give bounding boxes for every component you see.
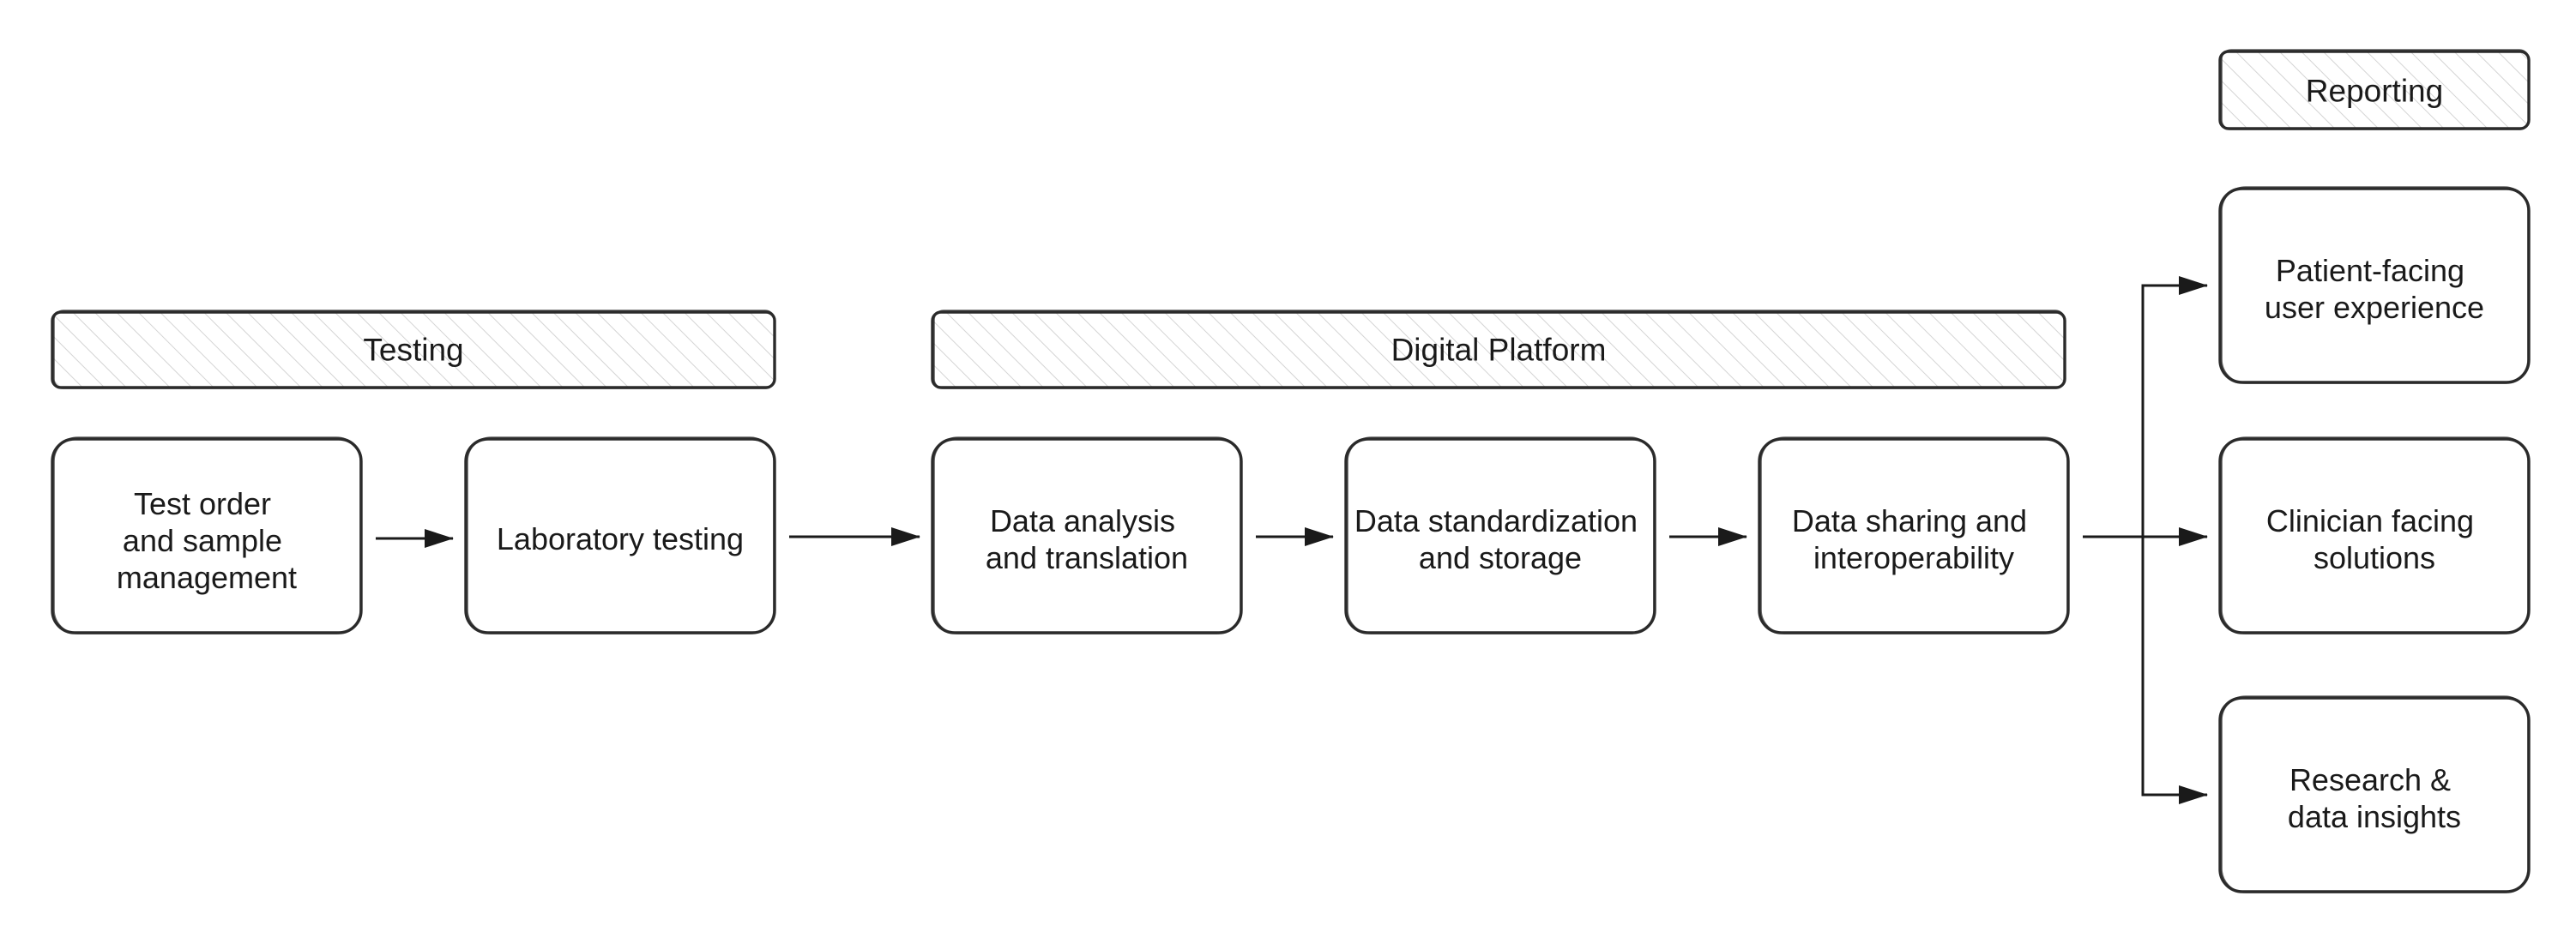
- research-label-line-2: data insights: [2288, 799, 2461, 834]
- data-sharing-box: Data sharing and interoperability: [1758, 436, 2070, 634]
- test-order-label-line-3: management: [117, 560, 297, 595]
- svg-text:Research & data insights: Research & data insights: [2288, 762, 2461, 834]
- digital-platform-band: Digital Platform: [931, 310, 2066, 389]
- laboratory-testing-box: Laboratory testing: [464, 436, 776, 634]
- research-box: Research & data insights: [2218, 695, 2531, 893]
- svg-text:Patient-facing user expe: Patient-facing user experience: [2265, 253, 2484, 325]
- reporting-band-label: Reporting: [2306, 74, 2443, 109]
- arrow-to-research: [2141, 537, 2208, 804]
- data-sharing-label-line-2: interoperability: [1813, 540, 2014, 575]
- svg-text:Test order and sample: Test order and sample management: [117, 486, 297, 595]
- data-standardization-label-line-2: and storage: [1419, 540, 1582, 575]
- data-analysis-label-line-2: and translation: [986, 540, 1188, 575]
- patient-facing-label-line-1: Patient-facing: [2276, 253, 2464, 288]
- patient-facing-box: Patient-facing user experience: [2218, 186, 2531, 384]
- test-order-label-line-2: and sample: [123, 523, 282, 558]
- arrow-to-patient-facing: [2141, 276, 2208, 537]
- clinician-facing-label-line-2: solutions: [2314, 540, 2435, 575]
- laboratory-testing-label: Laboratory testing: [497, 521, 744, 556]
- svg-text:Laboratory testing: Laboratory testing: [497, 521, 744, 556]
- testing-band-label: Testing: [363, 333, 463, 368]
- data-standardization-box: Data standardization and storage: [1344, 436, 1656, 634]
- data-analysis-box: Data analysis and translation: [931, 436, 1243, 634]
- svg-text:Data sharing and interop: Data sharing and interoperability: [1792, 503, 2036, 575]
- clinician-facing-label-line-1: Clinician facing: [2266, 503, 2474, 538]
- svg-text:Data standardization and: Data standardization and storage: [1354, 503, 1646, 575]
- testing-band: Testing: [51, 310, 776, 389]
- research-label-line-1: Research &: [2289, 762, 2451, 797]
- reporting-band: Reporting: [2218, 49, 2531, 130]
- digital-platform-band-label: Digital Platform: [1391, 333, 1607, 368]
- svg-text:Clinician facing solutio: Clinician facing solutions: [2266, 503, 2482, 575]
- patient-facing-label-line-2: user experience: [2265, 290, 2484, 325]
- svg-text:Data analysis and transl: Data analysis and translation: [986, 503, 1188, 575]
- test-order-label-line-1: Test order: [134, 486, 271, 521]
- test-order-box: Test order and sample management: [51, 436, 363, 634]
- data-analysis-label-line-1: Data analysis: [990, 503, 1175, 538]
- data-standardization-label-line-1: Data standardization: [1354, 503, 1638, 538]
- clinician-facing-box: Clinician facing solutions: [2218, 436, 2531, 634]
- data-sharing-label-line-1: Data sharing and: [1792, 503, 2027, 538]
